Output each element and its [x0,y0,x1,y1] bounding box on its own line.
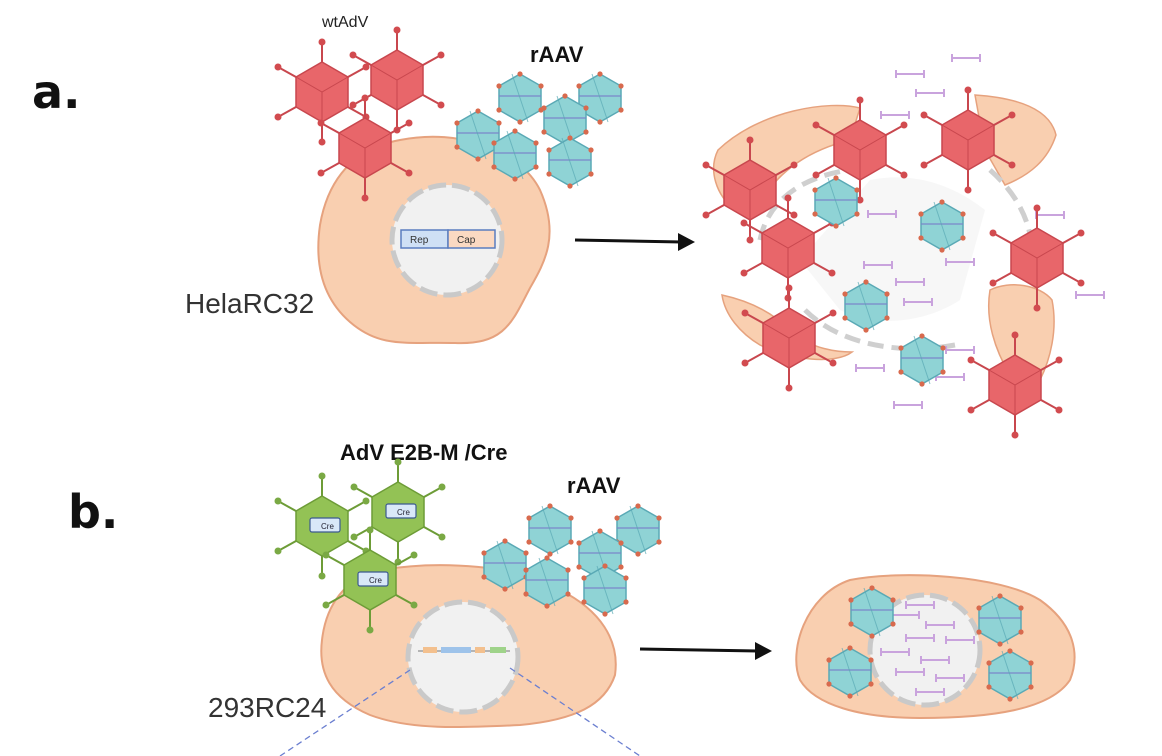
arrow-a [574,233,695,251]
cre-label: Cre [397,508,410,517]
arrow-b [639,642,772,660]
helarc32-label: HelaRC32 [185,288,314,319]
rep-gene-label: Rep [410,235,429,246]
panel-b: b. AdV E2B-M /Cre Cre Cre Cre [68,440,1076,756]
raav-capsid [897,332,947,388]
wtadv-label: wtAdV [321,14,369,31]
raav-capsid [525,502,575,558]
rep-cap-cassette: Rep Cap [400,229,496,249]
adv-cre-virion: Cre [273,471,371,581]
adv-cre-virion: Cre [321,525,419,635]
raav-label-a: rAAV [530,42,584,67]
zoom-line-right [509,667,641,756]
adv-cre-virion: Cre [349,457,447,567]
helper-virus-label: AdV E2B-M /Cre [340,440,507,465]
cap-gene-label: Cap [457,235,476,246]
cap-gene-box [447,229,496,249]
panel-a: a. Rep Cap wtAdV rAAV HelaRC32 [32,14,1105,440]
cre-construct [418,647,510,653]
raav-label-b: rAAV [567,473,621,498]
cre-label: Cre [369,576,382,585]
raav-capsid [495,70,545,126]
cre-label: Cre [321,522,334,531]
293rc24-nucleus [405,599,521,715]
panel-a-letter: a. [32,65,81,119]
raav-capsid [545,134,595,190]
zoom-line-left [279,669,411,756]
293rc24-label: 293RC24 [208,692,326,723]
panel-b-letter: b. [68,485,118,539]
